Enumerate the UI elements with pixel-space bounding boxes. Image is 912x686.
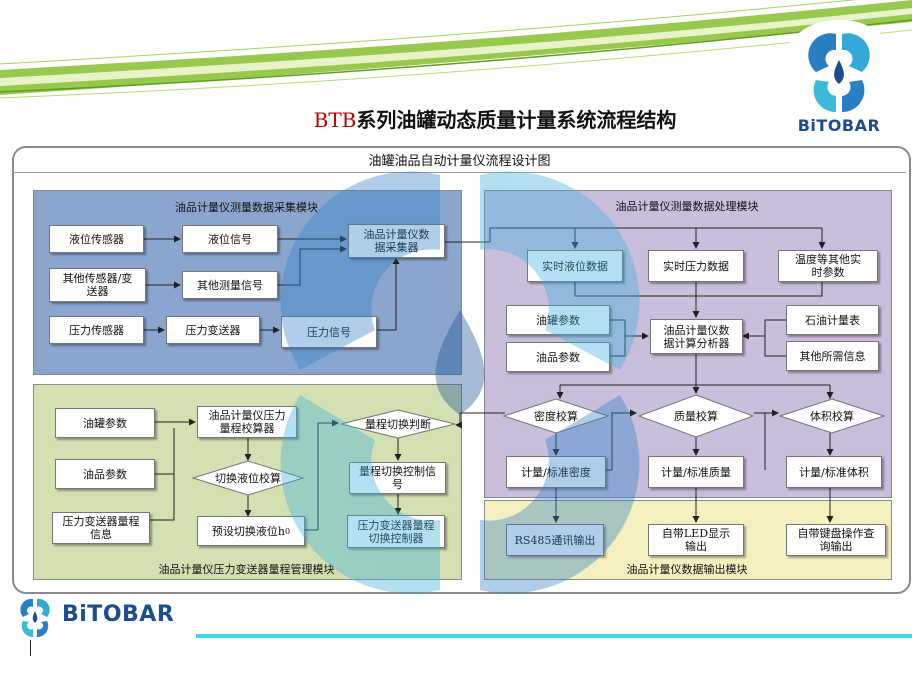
box-pressure-sensor: 压力传感器 xyxy=(49,316,144,344)
bitobar-logo-icon xyxy=(808,33,870,113)
module-acquisition-title: 油品计量仪测量数据采集模块 xyxy=(175,201,318,214)
box-analyzer: 油品计量仪数据计算分析器 xyxy=(650,319,743,354)
module-processing-title: 油品计量仪测量数据处理模块 xyxy=(615,200,759,213)
box-std-mass: 计量/标准质量 xyxy=(648,456,744,488)
box-tank-params-range: 油罐参数 xyxy=(55,408,155,438)
bitobar-logo-small-icon xyxy=(20,598,50,638)
preset-level-label: 预设切换液位h xyxy=(211,524,285,538)
switch-level-check-label: 切换液位校算 xyxy=(215,471,281,485)
diamond-range-switch-judge: 量程切换判断 xyxy=(340,409,456,439)
box-petroleum-table: 石油计量表 xyxy=(786,305,879,335)
title-prefix: BTB xyxy=(313,108,357,132)
box-rs485-output: RS485通讯输出 xyxy=(506,524,604,556)
header-swoosh xyxy=(0,0,912,99)
box-tank-params: 油罐参数 xyxy=(506,305,610,335)
box-other-sensor: 其他传感器/变送器 xyxy=(49,268,146,302)
box-oil-params-range: 油品参数 xyxy=(55,459,155,489)
box-range-switch-signal: 量程切换控制信号 xyxy=(349,462,446,494)
box-other-info: 其他所需信息 xyxy=(786,341,879,371)
box-pressure-signal: 压力信号 xyxy=(281,316,377,348)
diamond-switch-level-check: 切换液位校算 xyxy=(192,460,304,496)
box-realtime-pressure: 实时压力数据 xyxy=(648,250,744,282)
box-other-signal: 其他测量信号 xyxy=(182,271,278,299)
box-std-density: 计量/标准密度 xyxy=(506,456,606,488)
brand-name: BiTOBAR xyxy=(797,116,881,135)
diamond-mass-check: 质量校算 xyxy=(638,394,754,438)
range-switch-judge-label: 量程切换判断 xyxy=(365,417,431,431)
density-check-label: 密度校算 xyxy=(534,409,578,423)
diagram-title-divider xyxy=(13,172,906,173)
box-std-volume: 计量/标准体积 xyxy=(786,456,882,488)
box-level-sensor: 液位传感器 xyxy=(49,225,144,253)
box-range-switch-controller: 压力变送器量程切换控制器 xyxy=(347,515,445,548)
box-range-calculator: 油品计量仪压力量程校算器 xyxy=(197,406,297,438)
box-range-info: 压力变送器量程信息 xyxy=(52,512,150,544)
footer-tick xyxy=(30,640,31,656)
diamond-density-check: 密度校算 xyxy=(503,398,609,434)
diagram-title: 油罐油品自动计量仪流程设计图 xyxy=(368,154,551,169)
box-pressure-transmitter: 压力变送器 xyxy=(166,316,260,344)
footer-accent-line xyxy=(196,634,912,638)
brand-logo-top: BiTOBAR xyxy=(776,20,902,150)
preset-level-subscript: 0 xyxy=(285,526,291,536)
module-range-title: 油品计量仪压力变送器量程管理模块 xyxy=(158,563,335,576)
brand-name-footer: BiTOBAR xyxy=(62,602,175,627)
module-output-title: 油品计量仪数据输出模块 xyxy=(626,563,748,576)
box-level-signal: 液位信号 xyxy=(182,225,278,253)
title-main: 系列油罐动态质量计量系统流程结构 xyxy=(356,108,677,132)
mass-check-label: 质量校算 xyxy=(674,409,718,423)
box-keyboard-output: 自带键盘操作查询输出 xyxy=(786,524,886,556)
slide-title: BTB系列油罐动态质量计量系统流程结构 xyxy=(0,104,912,133)
diamond-volume-check: 体积校算 xyxy=(779,398,885,434)
box-realtime-other: 温度等其他实时参数 xyxy=(778,250,878,282)
box-data-collector: 油品计量仪数据采集器 xyxy=(348,224,445,258)
box-oil-params: 油品参数 xyxy=(506,342,610,372)
brand-logo-bottom: BiTOBAR xyxy=(14,596,184,640)
box-realtime-level: 实时液位数据 xyxy=(527,250,623,282)
box-led-output: 自带LED显示输出 xyxy=(648,524,744,556)
volume-check-label: 体积校算 xyxy=(810,409,854,423)
